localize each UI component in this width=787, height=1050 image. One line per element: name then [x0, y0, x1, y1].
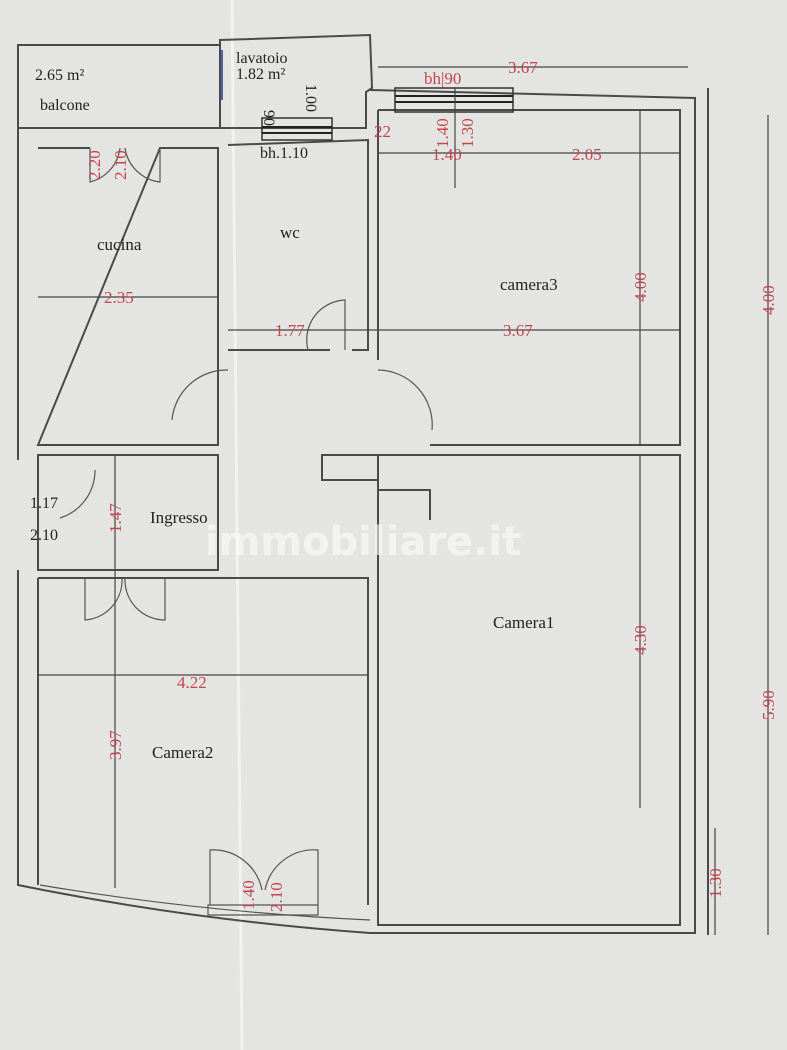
- dim-right-lower: 5.90: [759, 690, 778, 720]
- camera1-label: Camera1: [493, 613, 554, 632]
- window-wc: [261, 117, 333, 141]
- window-camera3: [394, 87, 514, 113]
- dim-camera2-height: 3.97: [106, 730, 125, 760]
- camera2-walls: [37, 577, 369, 905]
- balcone-outline: [17, 44, 221, 129]
- cucina-walls: [36, 147, 219, 446]
- dim-camera3-seg1: 1.40: [432, 145, 462, 164]
- ingresso-walls: [37, 454, 219, 571]
- dim-camera3-seg2: 2.05: [572, 145, 602, 164]
- dim-right-upper: 4.00: [759, 285, 778, 315]
- dim-camera3-height: 4.00: [631, 272, 650, 302]
- camera3-window-b: 1.30: [458, 118, 477, 148]
- dim-wc-width: 1.77: [275, 321, 305, 340]
- hall-doors: [171, 299, 433, 431]
- dim-camera2-width: 4.22: [177, 673, 207, 692]
- dim-top-width: 3.67: [508, 58, 538, 77]
- ingresso-label: Ingresso: [150, 508, 208, 527]
- dimension-lines: [38, 66, 769, 935]
- wc-walls: [227, 138, 369, 351]
- balcone-area: 2.65 m²: [35, 67, 84, 84]
- cucina-door-a: 2.20: [85, 150, 104, 180]
- lavatoio-window-width: 90: [260, 110, 277, 126]
- entry-door-a: 1.17: [30, 495, 58, 512]
- lavatoio-area: 1.82 m²: [236, 66, 285, 83]
- camera3-walls: [377, 109, 681, 446]
- cucina-label: cucina: [97, 235, 142, 254]
- dim-cucina-width: 2.35: [104, 288, 134, 307]
- balcone-label: balcone: [40, 97, 90, 114]
- camera1-walls: [377, 454, 681, 926]
- camera3-window-label: bh|90: [424, 69, 461, 88]
- watermark: immobiliare.it: [205, 519, 521, 565]
- lavatoio-window-height: 1.00: [302, 84, 319, 112]
- wc-window-label: bh.1.10: [260, 145, 308, 162]
- dim-camera1-height: 4.30: [631, 625, 650, 655]
- camera2-door-a: 1.40: [239, 880, 258, 910]
- lavatoio-label: lavatoio: [236, 50, 288, 67]
- hall-walls: [321, 454, 431, 520]
- outer-wall: [17, 88, 709, 935]
- entry-door: [59, 469, 96, 519]
- camera2-door: [84, 577, 166, 621]
- camera2-window-door: [207, 849, 319, 916]
- paper-fold: [230, 0, 244, 1050]
- dim-camera3-width: 3.67: [503, 321, 533, 340]
- camera3-window-a: 1.40: [433, 118, 452, 148]
- cucina-door-b: 2.10: [111, 150, 130, 180]
- inner-bottom-wall: [39, 884, 371, 921]
- camera2-label: Camera2: [152, 743, 213, 762]
- dim-ingresso-height: 1.47: [106, 503, 125, 533]
- dim-right-bottom: 1.30: [706, 868, 725, 898]
- cucina-door: [89, 147, 161, 183]
- lavatoio-outline: [219, 33, 374, 129]
- wc-label: wc: [280, 223, 300, 242]
- camera2-door-b: 2.10: [267, 882, 286, 912]
- entry-door-b: 2.10: [30, 527, 58, 544]
- dim-offset: 22: [374, 122, 391, 141]
- camera3-label: camera3: [500, 275, 558, 294]
